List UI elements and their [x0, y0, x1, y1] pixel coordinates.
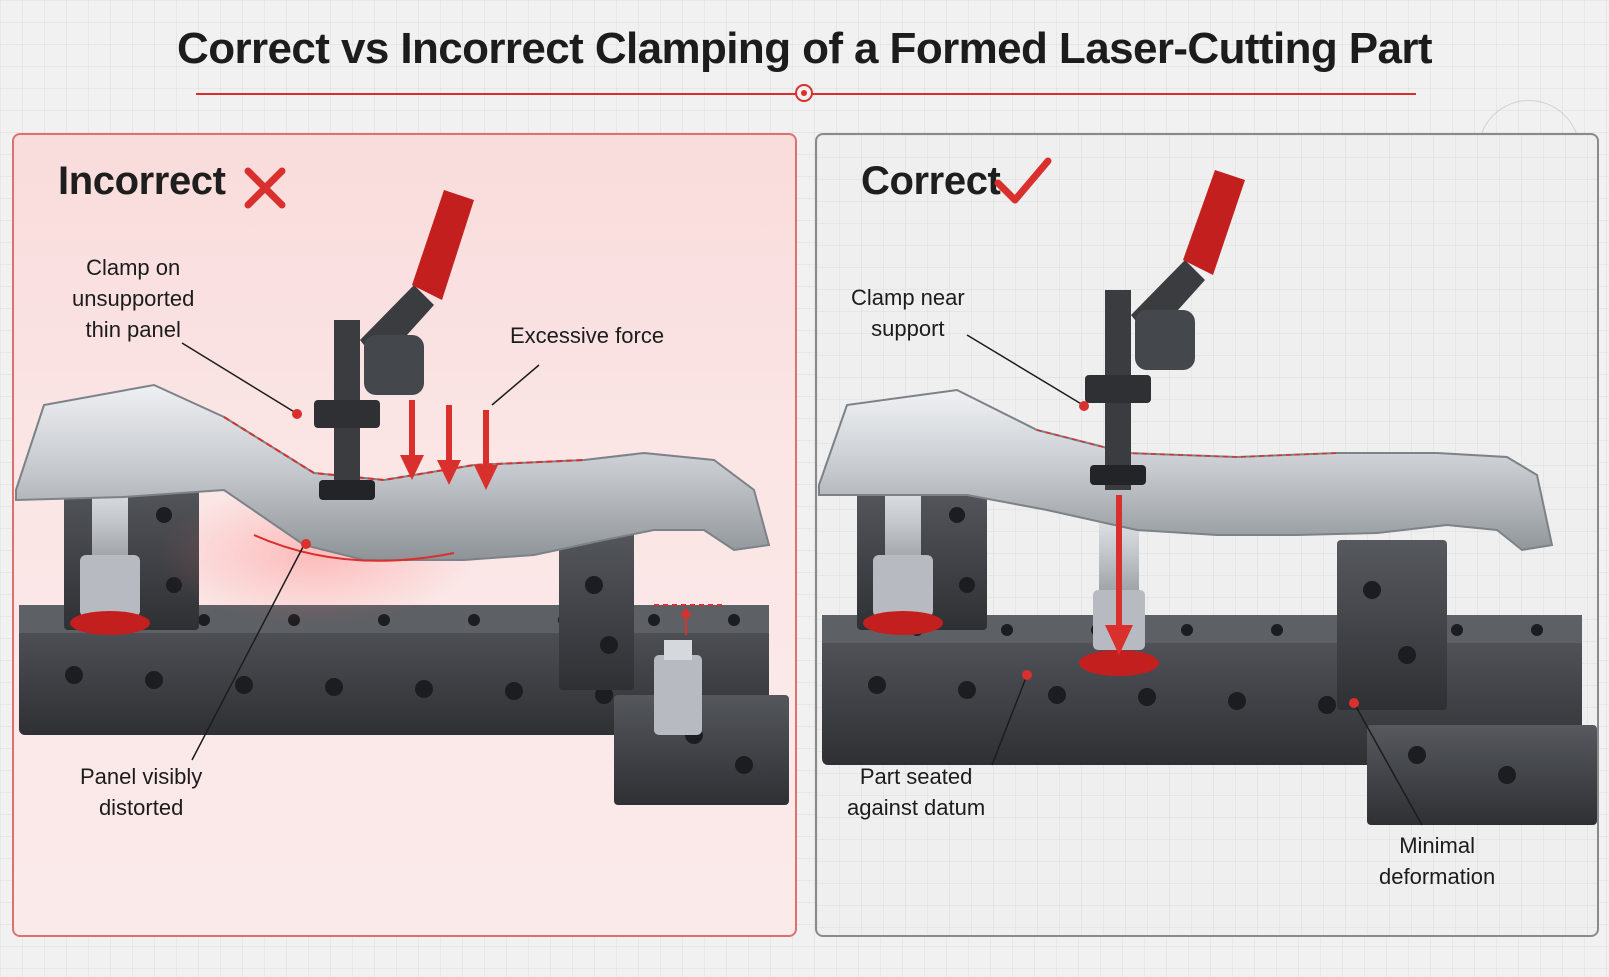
callout-dot [292, 409, 302, 419]
locator-pin [654, 640, 702, 735]
toggle-clamp [314, 190, 474, 500]
target-icon [795, 84, 813, 102]
leader-lines [966, 334, 1423, 826]
clamp-handle [1183, 170, 1245, 275]
callout-dot [1079, 401, 1089, 411]
right-support-block [559, 530, 634, 690]
callout-dot [1349, 698, 1359, 708]
callout-dot [1022, 670, 1032, 680]
force-arrows [400, 400, 498, 490]
correct-illustration [818, 170, 1597, 826]
leader-lines [181, 342, 540, 761]
deflection-curve [253, 534, 455, 562]
label-excessive-force: Excessive force [510, 323, 665, 348]
correct-heading: Correct [861, 159, 1001, 203]
page-title: Correct vs Incorrect Clamping of a Forme… [177, 24, 1433, 73]
formed-part [15, 383, 771, 561]
check-icon [994, 157, 1052, 204]
left-round-support [70, 465, 150, 635]
cross-icon [244, 167, 286, 209]
clamp-handle [412, 190, 474, 300]
force-arrow [1105, 495, 1133, 655]
callout-dot [301, 539, 311, 549]
right-support-block [1337, 540, 1447, 710]
incorrect-heading: Incorrect [58, 159, 226, 203]
toggle-clamp [1085, 170, 1245, 490]
datum-line [1036, 429, 1338, 458]
incorrect-illustration [15, 190, 789, 805]
gap-indicator [654, 604, 724, 635]
deflection-line [223, 416, 585, 482]
